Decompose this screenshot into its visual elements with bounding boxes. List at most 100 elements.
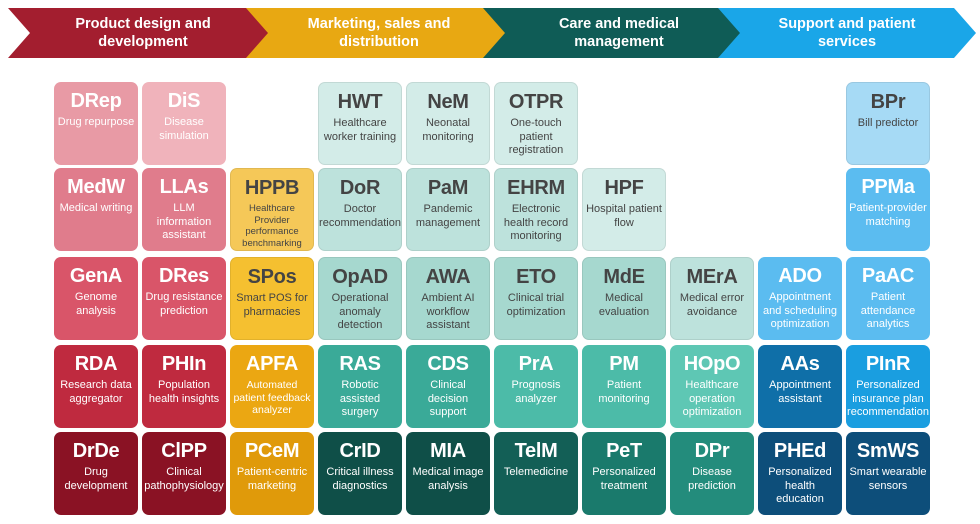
tile-name: Patient monitoring xyxy=(598,379,650,405)
tile-name: Robotic assisted surgery xyxy=(339,379,381,418)
tile-name: Electronic health record monitoring xyxy=(503,203,569,242)
tile-name: Critical illness diagnostics xyxy=(326,466,394,492)
tile-name: Disease simulation xyxy=(159,116,209,142)
stage-arrow-shape xyxy=(483,8,751,58)
tile-symbol: PInR xyxy=(865,353,911,375)
tile-name: Drug development xyxy=(64,466,128,492)
tile-name: Population health insights xyxy=(148,379,220,405)
tile-symbol: PHIn xyxy=(161,353,207,375)
tile-name: Smart wearable sensors xyxy=(849,466,927,492)
element-tile-pm: PM Patient monitoring xyxy=(582,345,666,428)
element-tile-mde: MdE Medical evaluation xyxy=(582,257,666,340)
stage-arrow-shape xyxy=(246,8,508,58)
tile-name: Ambient AI workflow assistant xyxy=(421,292,475,331)
element-tile-pcem: PCeM Patient-centric marketing xyxy=(230,432,314,515)
tile-symbol: DiS xyxy=(167,90,201,112)
tile-name: One-touch patient registration xyxy=(508,117,564,156)
tile-name: Personalized treatment xyxy=(592,466,656,492)
tile-symbol: AWA xyxy=(425,266,471,288)
tile-symbol: NeM xyxy=(427,91,469,113)
tile-symbol: RDA xyxy=(74,353,118,375)
tile-symbol: PM xyxy=(609,353,639,375)
tile-symbol: AAs xyxy=(780,353,820,375)
tile-name: Automated patient feedback analyzer xyxy=(233,379,311,417)
tile-symbol: MErA xyxy=(686,266,738,288)
tile-symbol: CrID xyxy=(339,440,381,462)
tile-name: Healthcare Provider performance benchmar… xyxy=(242,203,302,250)
tile-name: Medical evaluation xyxy=(598,292,650,318)
element-tile-ado: ADO Appointment and scheduling optimizati… xyxy=(758,257,842,340)
element-tile-dis: DiS Disease simulation xyxy=(142,82,226,165)
stage-care-medical: Care and medical management xyxy=(483,8,751,58)
tile-name: Doctor recommendation xyxy=(319,203,401,229)
tile-symbol: OTPR xyxy=(508,91,564,113)
tile-name: Operational anomaly detection xyxy=(331,292,389,331)
tile-name: Hospital patient flow xyxy=(586,203,662,229)
tile-name: Genome analysis xyxy=(74,291,118,317)
element-tile-hpf: HPF Hospital patient flow xyxy=(582,168,666,251)
tile-symbol: MdE xyxy=(603,266,645,288)
tile-symbol: HPF xyxy=(604,177,644,199)
tile-symbol: ADO xyxy=(778,265,822,287)
element-tile-crid: CrID Critical illness diagnostics xyxy=(318,432,402,515)
element-tile-pinr: PInR Personalized insurance plan recommen… xyxy=(846,345,930,428)
tile-name: Patient-centric marketing xyxy=(236,466,308,492)
tile-name: Medical image analysis xyxy=(412,466,484,492)
stage-arrow-shape xyxy=(718,8,976,58)
stage-marketing-sales: Marketing, sales and distribution xyxy=(246,8,508,58)
tile-name: Drug resistance prediction xyxy=(145,291,223,317)
tile-symbol: APFA xyxy=(245,353,299,375)
element-tile-ras: RAS Robotic assisted surgery xyxy=(318,345,402,428)
stage-arrow-shape xyxy=(8,8,280,58)
element-tile-otpr: OTPR One-touch patient registration xyxy=(494,82,578,165)
tile-symbol: PaM xyxy=(427,177,469,199)
tile-name: Appointment assistant xyxy=(769,379,831,405)
tile-name: Healthcare operation optimization xyxy=(682,379,742,418)
stage-product-design: Product design and development xyxy=(8,8,280,58)
tile-symbol: DPr xyxy=(694,440,730,462)
tile-name: Pandemic management xyxy=(415,203,481,229)
tile-name: Clinical trial optimization xyxy=(506,292,566,318)
tile-name: Personalized insurance plan recommendati… xyxy=(847,379,929,418)
tile-symbol: SPos xyxy=(247,266,297,288)
tile-name: Personalized health education xyxy=(768,466,832,505)
tile-symbol: PCeM xyxy=(244,440,300,462)
element-tile-pam: PaM Pandemic management xyxy=(406,168,490,251)
tile-symbol: PrA xyxy=(518,353,554,375)
tile-name: Disease prediction xyxy=(688,466,736,492)
tile-symbol: HOpO xyxy=(683,353,741,375)
stage-label: Care and medical management xyxy=(558,16,680,50)
tile-name: Research data aggregator xyxy=(60,379,132,405)
tile-symbol: BPr xyxy=(870,91,906,113)
tile-symbol: CDS xyxy=(427,353,469,375)
tile-symbol: DRes xyxy=(159,265,209,287)
tile-symbol: PPMa xyxy=(861,176,915,198)
tile-symbol: DRep xyxy=(70,90,122,112)
tile-symbol: RAS xyxy=(339,353,381,375)
tile-name: Appointment and scheduling optimization xyxy=(762,291,837,330)
tile-symbol: HPPB xyxy=(244,177,300,199)
tile-name: LLM information assistant xyxy=(156,202,212,241)
tile-symbol: ETO xyxy=(516,266,556,288)
element-tile-hppb: HPPB Healthcare Provider performance benc… xyxy=(230,168,314,251)
tile-name: Clinical pathophysiology xyxy=(144,466,224,492)
element-tile-eto: ETO Clinical trial optimization xyxy=(494,257,578,340)
